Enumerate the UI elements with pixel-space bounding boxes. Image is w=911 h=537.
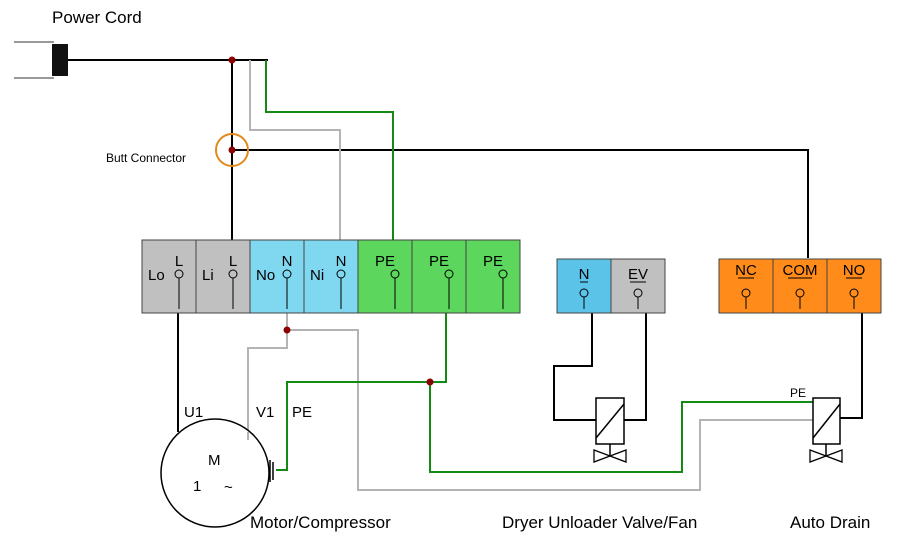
terminal-no: NO — [826, 258, 882, 314]
terminal-top-label: COM — [783, 262, 818, 279]
power-cord-label: Power Cord — [52, 8, 142, 27]
motor-symbol: M 1 ~ — [160, 418, 274, 528]
screw-terminal-icon — [849, 288, 859, 309]
terminal-top-label: NO — [843, 262, 866, 279]
terminal-no: N No — [249, 239, 305, 314]
green-wires — [265, 60, 813, 473]
terminal-pe1: PE — [357, 239, 413, 314]
screw-terminal-icon — [741, 288, 751, 309]
terminal-side-label: No — [256, 267, 275, 284]
terminal-top-label: N — [579, 266, 590, 283]
motor-m-label: M — [208, 452, 221, 469]
terminal-side-label: Ni — [310, 267, 324, 284]
screw-terminal-icon — [390, 269, 400, 309]
drain-terminal-block: NC COM NO — [718, 258, 882, 314]
terminal-side-label: Lo — [148, 267, 165, 284]
screw-terminal-icon — [282, 269, 292, 309]
terminal-top-label: L — [175, 253, 183, 270]
terminal-top-label: L — [229, 253, 237, 270]
terminal-top-label: N — [282, 253, 293, 270]
power-plug-icon — [14, 41, 68, 79]
screw-terminal-icon — [336, 269, 346, 309]
motor-phase-label: 1 — [193, 478, 201, 495]
junction-dots — [228, 56, 434, 386]
terminal-ni: N Ni — [303, 239, 359, 314]
unloader-solenoid-valve-icon — [593, 397, 627, 463]
terminal-top-label: PE — [483, 253, 503, 270]
screw-terminal-icon — [228, 269, 238, 309]
terminal-top-label: PE — [429, 253, 449, 270]
main-terminal-block: L Lo L Li N No N Ni PE PE PE — [141, 239, 521, 314]
terminal-top-label: NC — [735, 262, 757, 279]
terminal-pe3: PE — [465, 239, 521, 314]
screw-terminal-icon — [498, 269, 508, 309]
terminal-n: N — [556, 258, 612, 314]
dryer-unloader-caption: Dryer Unloader Valve/Fan — [502, 513, 697, 532]
terminal-side-label: Li — [202, 267, 214, 284]
butt-connector-label: Butt Connector — [106, 151, 186, 165]
screw-terminal-icon — [633, 288, 643, 309]
motor-pe-label: PE — [292, 404, 312, 421]
motor-compressor-caption: Motor/Compressor — [250, 513, 391, 532]
auto-drain-valve-icon — [809, 397, 843, 463]
motor-u1-label: U1 — [184, 404, 203, 421]
terminal-com: COM — [772, 258, 828, 314]
gray-wires — [247, 60, 813, 491]
motor-v1-label: V1 — [256, 404, 274, 421]
terminal-nc: NC — [718, 258, 774, 314]
auto-drain-caption: Auto Drain — [790, 513, 870, 532]
terminal-top-label: PE — [375, 253, 395, 270]
terminal-top-label: N — [336, 253, 347, 270]
screw-terminal-icon — [579, 288, 589, 309]
screw-terminal-icon — [795, 288, 805, 309]
auto-drain-pe-label: PE — [790, 386, 806, 400]
terminal-pe2: PE — [411, 239, 467, 314]
screw-terminal-icon — [444, 269, 454, 309]
motor-ac-symbol: ~ — [224, 479, 233, 496]
terminal-lo: L Lo — [141, 239, 197, 314]
black-wires — [68, 59, 863, 432]
screw-terminal-icon — [174, 269, 184, 309]
butt-connector-ring — [215, 133, 249, 167]
terminal-li: L Li — [195, 239, 251, 314]
terminal-ev: EV — [610, 258, 666, 314]
valve-terminal-block: N EV — [556, 258, 666, 314]
terminal-top-label: EV — [628, 266, 648, 283]
